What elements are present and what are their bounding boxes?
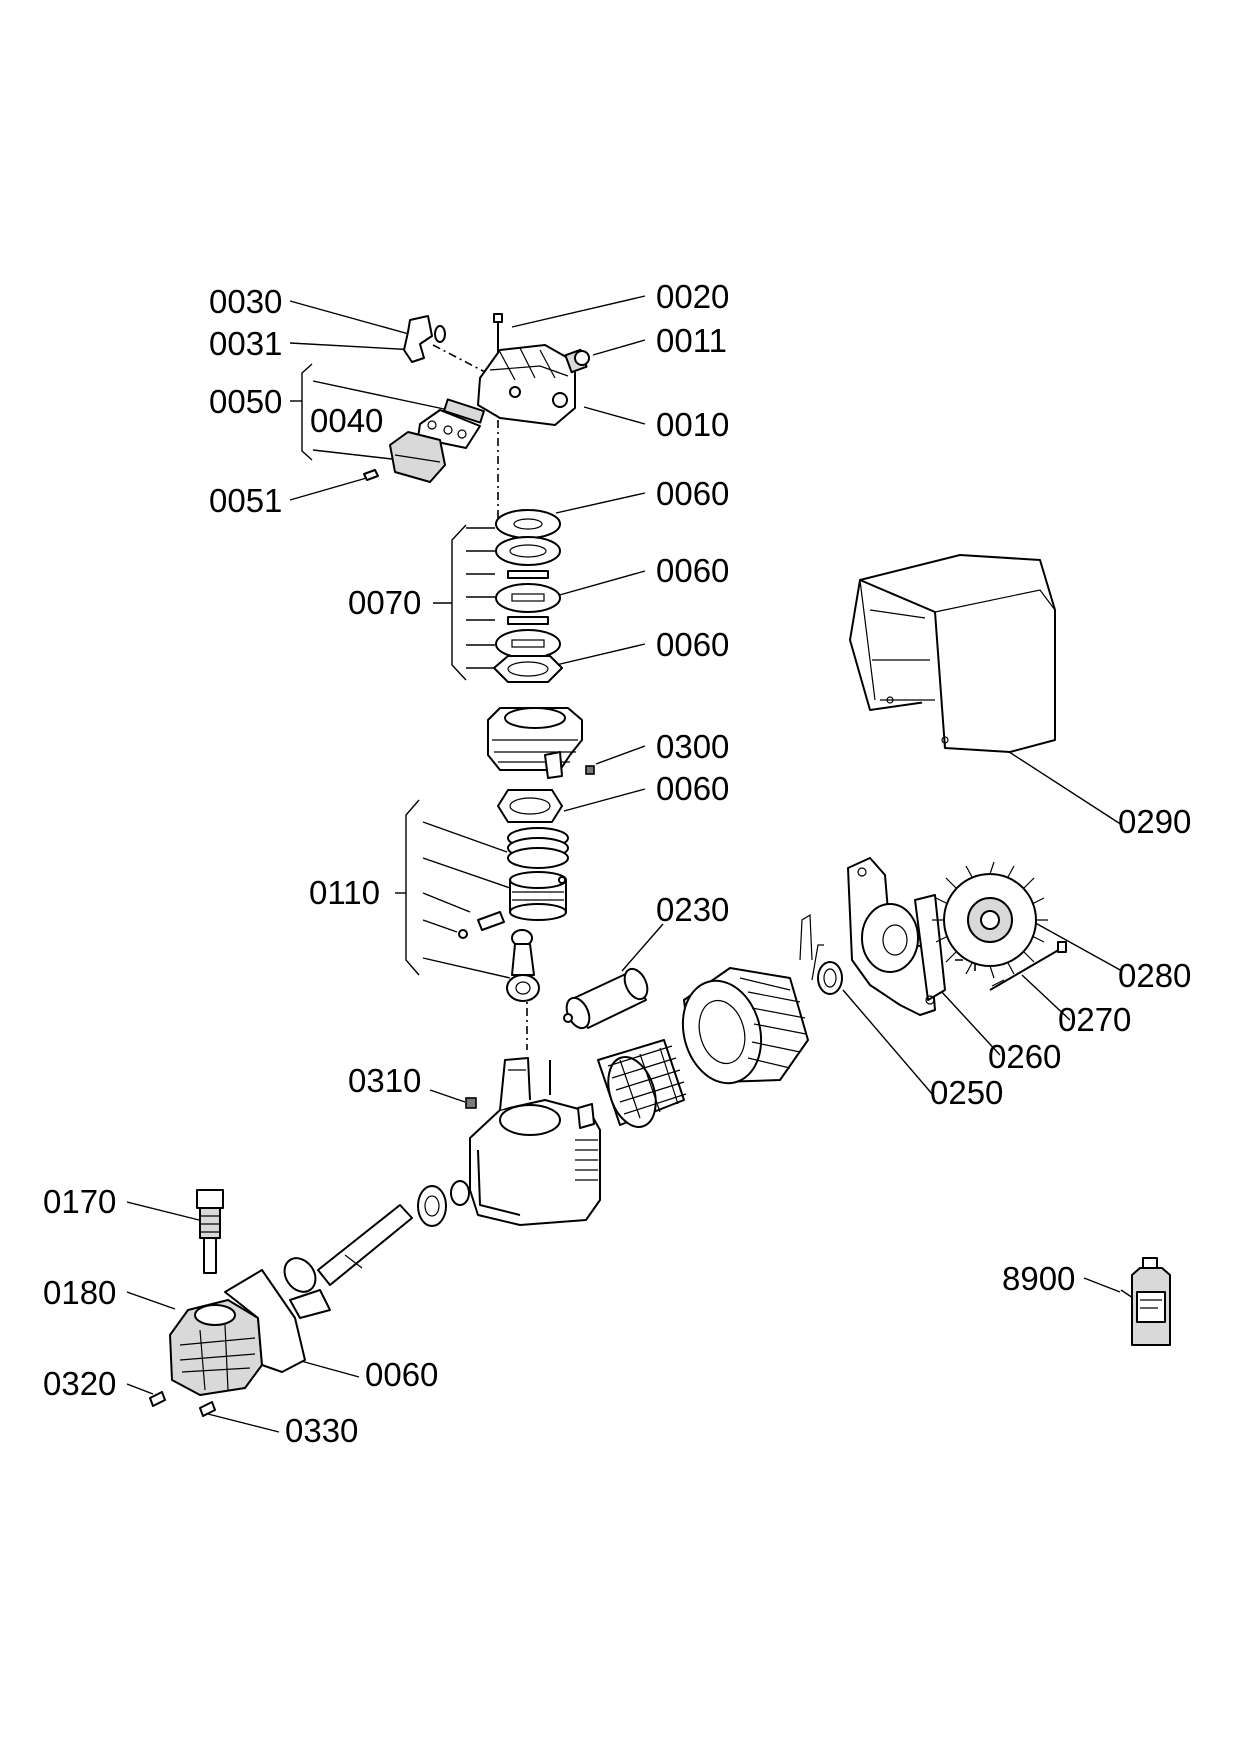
part-label-0110: 0110	[309, 874, 380, 911]
crankcase-part	[469, 1057, 601, 1226]
connecting-rod-part	[506, 929, 540, 1002]
crankcase-cover-part	[169, 1299, 263, 1396]
tie-rod-part	[989, 941, 1067, 991]
cooling-fan-part	[932, 861, 1048, 979]
part-number-labels: 0030 0031 0050 0040 0051 0020 0011 0010 …	[43, 278, 1191, 1449]
part-label-0290: 0290	[1118, 803, 1191, 840]
part-label-0260: 0260	[988, 1038, 1061, 1075]
crankshaft-part	[283, 1204, 413, 1319]
cylinder-part	[487, 707, 583, 779]
part-label-0030: 0030	[209, 283, 282, 320]
oil-breather-part	[196, 1189, 224, 1274]
cylinder-head-screw-part	[493, 313, 503, 352]
part-label-0280: 0280	[1118, 957, 1191, 994]
part-label-0330: 0330	[285, 1412, 358, 1449]
leader-lines	[126, 295, 1134, 1433]
cylinder-gasket-part	[497, 789, 563, 823]
part-label-0060: 0060	[365, 1356, 438, 1393]
oil-bottle-part	[1131, 1257, 1171, 1346]
part-label-0310: 0310	[348, 1062, 421, 1099]
part-label-0050: 0050	[209, 383, 282, 420]
part-label-0060: 0060	[656, 552, 729, 589]
cover-screw-part	[149, 1391, 216, 1417]
part-label-0180: 0180	[43, 1274, 116, 1311]
main-bearing-part	[417, 1180, 470, 1227]
crankcase-nut-part	[465, 1097, 477, 1109]
part-label-0070: 0070	[348, 584, 421, 621]
part-label-0230: 0230	[656, 891, 729, 928]
part-label-0320: 0320	[43, 1365, 116, 1402]
pressure-fitting-part	[564, 348, 590, 374]
fan-cover-part	[849, 554, 1056, 753]
part-label-0300: 0300	[656, 728, 729, 765]
rotor-part	[597, 1039, 687, 1128]
cover-gasket-part	[224, 1269, 306, 1373]
capacitor-part	[563, 967, 649, 1030]
part-label-0060: 0060	[656, 475, 729, 512]
piston-part	[509, 871, 567, 921]
cylinder-nut-part	[585, 765, 595, 775]
part-label-0250: 0250	[930, 1074, 1003, 1111]
part-label-0020: 0020	[656, 278, 729, 315]
motor-end-shield-part	[847, 857, 946, 1016]
part-label-0031: 0031	[209, 325, 282, 362]
bearing-part	[817, 961, 843, 995]
part-label-0270: 0270	[1058, 1001, 1131, 1038]
air-filter-housing-part	[363, 431, 446, 483]
elbow-fitting-part	[403, 315, 446, 363]
piston-pin-part	[458, 876, 566, 939]
piston-rings-part	[507, 827, 569, 869]
stator-part	[681, 913, 824, 1085]
valve-plate-stack-part	[493, 509, 563, 683]
part-label-0051: 0051	[209, 482, 282, 519]
part-label-0010: 0010	[656, 406, 729, 443]
part-label-0060: 0060	[656, 770, 729, 807]
part-label-0170: 0170	[43, 1183, 116, 1220]
part-label-0040: 0040	[310, 402, 383, 439]
part-label-0011: 0011	[656, 322, 727, 359]
part-label-8900: 8900	[1002, 1260, 1075, 1297]
part-label-0060: 0060	[656, 626, 729, 663]
cylinder-head-part	[477, 344, 576, 426]
